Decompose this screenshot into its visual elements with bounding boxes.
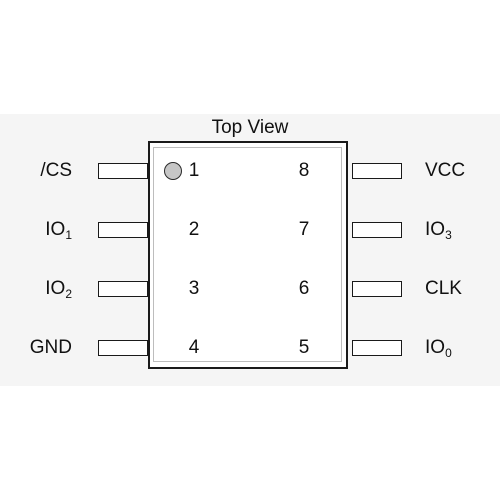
- pin-label-io2: IO2: [45, 278, 72, 300]
- pin-number-7: 7: [298, 219, 310, 240]
- pin-label-io1: IO1: [45, 219, 72, 241]
- diagram-title: Top View: [211, 117, 289, 138]
- pin-label-text: /CS: [40, 160, 72, 181]
- lead-pin-6: [352, 281, 402, 297]
- pin-label-vcc: VCC: [425, 160, 465, 182]
- lead-pin-4: [98, 340, 148, 356]
- pin-number-2: 2: [188, 219, 200, 240]
- pin-label-clk: CLK: [425, 278, 462, 300]
- pin-number-5: 5: [298, 337, 310, 358]
- pin-number-4: 4: [188, 337, 200, 358]
- pin-label-io0: IO0: [425, 337, 452, 359]
- pin-label-subscript: 1: [65, 228, 72, 242]
- pin-label-text: GND: [29, 337, 72, 358]
- pin-label-text: CLK: [425, 278, 462, 299]
- pin-label-text: VCC: [425, 160, 466, 181]
- pin-label-cs: /CS: [40, 160, 72, 182]
- lead-pin-2: [98, 222, 148, 238]
- lead-pin-7: [352, 222, 402, 238]
- pin-label-gnd: GND: [30, 337, 72, 359]
- pin-label-subscript: 3: [445, 228, 452, 242]
- pin-label-text: IO: [45, 219, 66, 240]
- pin-label-io3: IO3: [425, 219, 452, 241]
- pin-label-text: IO: [45, 278, 66, 299]
- chip-package-body: [148, 141, 348, 369]
- pin-label-subscript: 0: [445, 346, 452, 360]
- lead-pin-1: [98, 163, 148, 179]
- pin-number-6: 6: [298, 278, 310, 299]
- pin-number-8: 8: [298, 160, 310, 181]
- pin-label-subscript: 2: [65, 287, 72, 301]
- lead-pin-8: [352, 163, 402, 179]
- chip-inner-outline: [153, 147, 342, 362]
- pin-number-1: 1: [188, 160, 200, 181]
- pin-label-text: IO: [425, 219, 446, 240]
- lead-pin-3: [98, 281, 148, 297]
- pin-number-3: 3: [188, 278, 200, 299]
- pin-label-text: IO: [425, 337, 446, 358]
- pin1-marker-icon: [164, 162, 182, 180]
- lead-pin-5: [352, 340, 402, 356]
